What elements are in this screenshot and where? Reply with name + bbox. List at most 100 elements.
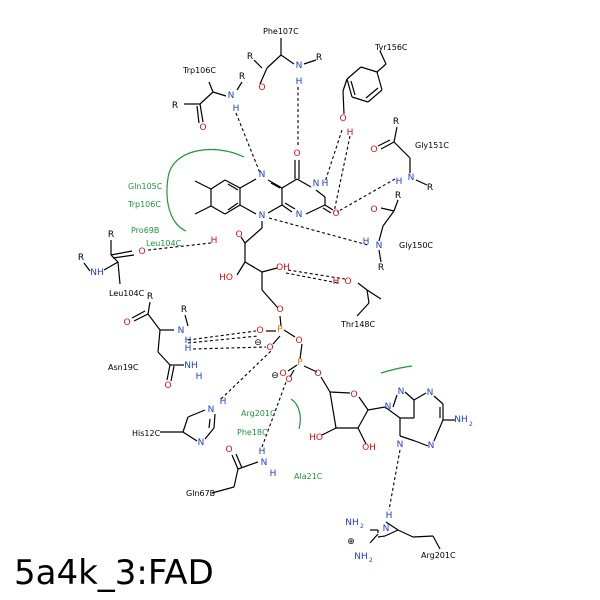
atom-o-ribityl-5: O [276, 305, 283, 315]
atom-thr148-h: H [333, 277, 340, 287]
atom-arg201-n: N [383, 524, 390, 534]
charge-plus: ⊕ [347, 537, 355, 547]
residue-label-asn19c: Asn19C [108, 363, 139, 372]
atom-h-ribityl-2: H [211, 236, 218, 246]
atom-p2-o-left: O [279, 369, 286, 379]
hydrophobic-label-ala21c: Ala21C [294, 472, 323, 481]
atom-gln67-h2: H [270, 469, 277, 479]
atom-o-ribityl-2: O [235, 230, 242, 240]
hydrophobic-arc-ribose [380, 365, 413, 374]
atom-bridge-o: O [295, 336, 302, 346]
atom-gly150-r2: R [378, 263, 384, 273]
residue-label-his12c: His12C [132, 429, 161, 438]
atom-arg201-h: H [386, 511, 393, 521]
atom-h3: H [322, 179, 329, 189]
residue-label-phe107c: Phe107C [263, 27, 299, 36]
residue-label-arg201c: Arg201C [421, 551, 456, 560]
atom-ho-ribityl-3: HO [219, 273, 233, 283]
hydrophobic-arc-flavin [166, 148, 245, 232]
atom-oh-ribityl-4: OH [276, 263, 290, 273]
hydrophobic-label-arg201c: Arg201C [241, 409, 276, 418]
atom-trp106-r1: R [172, 101, 178, 111]
hydrophobic-arcs [166, 148, 413, 430]
residue-label-gly151c: Gly151C [415, 141, 449, 150]
atom-his12-n1: N [208, 405, 215, 415]
residue-label-gln67b: Gln67B [186, 489, 215, 498]
residue-label-leu104c: Leu104C [109, 289, 145, 298]
atom-gln67-o: O [225, 445, 232, 455]
residue-bonds [83, 38, 441, 550]
atom-ad-n1: N [427, 388, 434, 398]
atom-asn19-o2: O [164, 381, 171, 391]
atom-his12-n2: N [198, 438, 205, 448]
atom-o2: O [332, 209, 339, 219]
ribityl-chain-bonds [236, 221, 282, 327]
residue-label-tyr156c: Tyr156C [374, 43, 408, 52]
atom-ad-nh: NH [454, 415, 468, 425]
hydrophobic-label-phe18c: Phe18C [237, 428, 268, 437]
atom-leu104-r2: R [78, 253, 84, 263]
atom-gly150-n: N [376, 241, 383, 251]
atom-arg201-nh2-bottom-sub: 2 [369, 557, 373, 564]
charge-minus-1: ⊖ [254, 338, 262, 348]
atom-gly151-h: H [396, 177, 403, 187]
residue-label-thr148c: Thr148C [340, 320, 376, 329]
atom-thr148-o: O [344, 277, 351, 287]
atom-arg201-nh2-bottom: NH [354, 552, 368, 562]
atom-leu104-o: O [138, 247, 145, 257]
ligand-title: 5a4k_3:FAD [14, 553, 214, 593]
hydrophobic-label-trp106c: Trp106C [127, 200, 161, 209]
atom-ribose-o: O [350, 390, 357, 400]
atom-asn19-h2: H [196, 372, 203, 382]
hydrophobic-arc-phosphate [290, 398, 301, 430]
atom-asn19-r1: R [147, 292, 153, 302]
atom-tyr156-h: H [347, 128, 354, 138]
hydrophobic-labels: Gln105C Trp106C Pro69B Leu104C Arg201C P… [127, 182, 323, 481]
atom-asn19-h3: H [185, 344, 192, 354]
atom-labels: N N N N H O O O H HO OH O P O O ⊖ O P O … [78, 52, 473, 564]
hydrophobic-label-pro69b: Pro69B [131, 226, 159, 235]
atom-gly151-r1: R [393, 117, 399, 127]
atom-his12-h: H [220, 397, 227, 407]
atom-ad-n9: N [385, 402, 392, 412]
phosphate-adenosine-bonds [266, 329, 455, 447]
atom-phe107-h: H [296, 77, 303, 87]
residue-label-gly150c: Gly150C [399, 241, 433, 250]
atom-ad-n3: N [428, 441, 435, 451]
atom-trp106-o: O [199, 123, 206, 133]
atom-phe107-r2: R [316, 53, 322, 63]
atom-ad-n-bottom: N [397, 440, 404, 450]
atom-p2: P [297, 358, 303, 368]
charge-minus-2: ⊖ [271, 371, 279, 381]
atom-ribose-ho: HO [309, 433, 323, 443]
atom-asn19-h1: H [185, 336, 192, 346]
atom-n5: N [259, 170, 266, 180]
atom-gly150-r1: R [395, 191, 401, 201]
atom-gln67-h1: H [259, 447, 266, 457]
residue-labels: Phe107C Tyr156C Trp106C Gly151C Gly150C … [108, 27, 456, 560]
hydrophobic-label-leu104c: Leu104C [146, 239, 182, 248]
atom-gln67-n: N [261, 458, 268, 468]
atom-gly150-h: H [363, 237, 370, 247]
atom-leu104-nh: NH [90, 268, 104, 278]
atom-o4: O [293, 149, 300, 159]
hydrogen-bonds [147, 87, 401, 511]
atom-arg201-nh2-top-sub: 2 [360, 523, 364, 530]
atom-asn19-n: N [178, 326, 185, 336]
atom-trp106-r2: R [239, 72, 245, 82]
atom-n10: N [259, 211, 266, 221]
atom-gly151-o: O [370, 145, 377, 155]
atom-gly150-o: O [370, 205, 377, 215]
atom-trp106-n: N [228, 91, 235, 101]
atom-n1: N [296, 210, 303, 220]
atom-asn19-r2: R [181, 305, 187, 315]
atom-p1-o-left: O [256, 326, 263, 336]
atom-trp106-h: H [233, 104, 240, 114]
atom-gly151-n: N [408, 173, 415, 183]
hydrophobic-label-gln105c: Gln105C [128, 182, 163, 191]
atom-arg201-nh2-top: NH [345, 518, 359, 528]
atom-ad-n7: N [398, 387, 405, 397]
residue-label-trp106c: Trp106C [182, 66, 216, 75]
atom-p2-o-down: O [285, 375, 292, 385]
